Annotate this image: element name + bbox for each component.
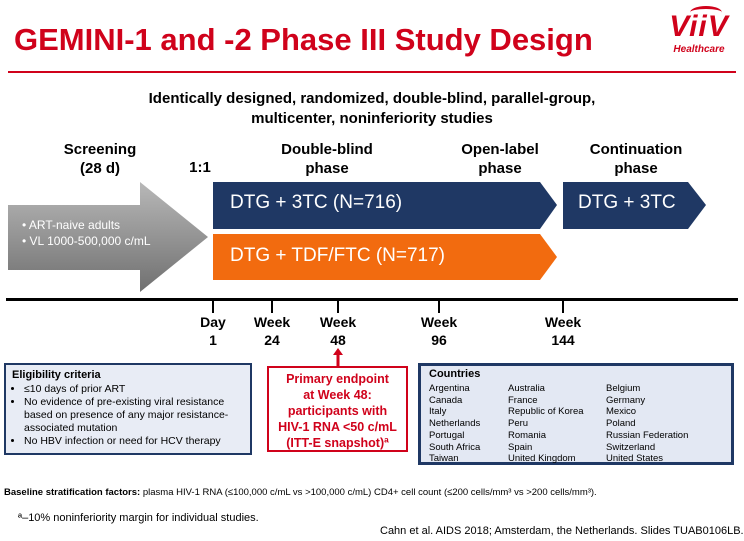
study-arms-diagram: [8, 182, 706, 292]
timeline-label-line2: 144: [551, 332, 575, 348]
phase-open-label-line1: Open-label: [461, 141, 539, 158]
country-item: Australia: [508, 383, 545, 394]
endpoint-line: participants with: [287, 404, 388, 418]
country-item: Argentina: [429, 383, 470, 394]
country-item: Russian Federation: [606, 429, 689, 441]
country-item: Taiwan: [429, 453, 459, 465]
dtg-3tc-arm-arrow: [213, 182, 557, 229]
countries-heading: Countries: [429, 368, 481, 380]
timeline-axis: [6, 298, 738, 301]
phase-double-blind: Double-blind phase: [262, 140, 392, 178]
timeline-label-line2: 1: [209, 332, 217, 348]
phase-open-label: Open-label phase: [440, 140, 560, 178]
logo-swoosh-icon: [690, 6, 722, 19]
arm-continuation-label: DTG + 3TC: [578, 192, 676, 213]
timeline-label-week-48: Week 48: [303, 313, 373, 349]
noninferiority-footnote: ª–10% noninferiority margin for individu…: [18, 512, 259, 524]
endpoint-line: at Week 48:: [303, 388, 372, 402]
page-title: GEMINI-1 and -2 Phase III Study Design: [14, 22, 593, 57]
eligibility-criteria-box: Eligibility criteria ≤10 days of prior A…: [4, 363, 252, 455]
country-item: Switzerland: [606, 441, 656, 453]
timeline-label-line1: Day: [200, 314, 226, 330]
timeline-label-line1: Week: [253, 314, 291, 330]
phase-open-label-line2: phase: [478, 160, 522, 177]
timeline-tick: [438, 299, 440, 313]
endpoint-line: HIV-1 RNA <50 c/mL: [278, 420, 397, 434]
country-item: Romania: [508, 429, 547, 441]
countries-box: Countries Argentina Canada Italy Netherl…: [418, 363, 734, 465]
phase-continuation-line1: Continuation: [589, 141, 683, 158]
phase-screening-line1: Screening: [63, 141, 137, 158]
country-item: Belgium: [606, 383, 641, 394]
viiv-logo: ViiV: [669, 10, 729, 43]
timeline-tick: [562, 299, 564, 313]
country-item: Canada: [429, 394, 463, 406]
country-item: Portugal: [429, 429, 465, 441]
continuation-arm-arrow: [563, 182, 706, 229]
eligibility-item: ≤10 days of prior ART: [24, 383, 244, 396]
endpoint-line: Primary endpoint: [286, 372, 389, 386]
timeline-label-day-1: Day 1: [178, 313, 248, 349]
timeline-label-week-144: Week 144: [528, 313, 598, 349]
screening-item: ART-naive adults: [22, 217, 151, 233]
stratification-text: plasma HIV-1 RNA (≤100,000 c/mL vs >100,…: [140, 487, 597, 498]
timeline-label-line2: 96: [431, 332, 447, 348]
countries-column-1: Argentina Canada Italy Netherlands Portu…: [429, 383, 480, 465]
eligibility-item: No evidence of pre-existing viral resist…: [24, 396, 244, 435]
stratification-footnote: Baseline stratification factors: plasma …: [4, 487, 597, 498]
eligibility-heading: Eligibility criteria: [12, 369, 101, 381]
randomization-ratio: 1:1: [189, 159, 211, 176]
subtitle-line-1: Identically designed, randomized, double…: [148, 90, 596, 107]
timeline-label-line1: Week: [420, 314, 458, 330]
timeline-label-line1: Week: [544, 314, 582, 330]
dtg-tdf-arm-arrow: [213, 234, 557, 280]
endpoint-arrow-icon: [333, 348, 343, 368]
country-item: Mexico: [606, 406, 637, 418]
endpoint-line: (ITT-E snapshot)ª: [286, 436, 389, 450]
countries-column-3: Belgium Germany Mexico Poland Russian Fe…: [606, 383, 688, 465]
title-divider: [8, 71, 736, 73]
timeline-label-line2: 24: [264, 332, 280, 348]
study-subtitle: Identically designed, randomized, double…: [60, 89, 684, 129]
country-item: Netherlands: [429, 418, 481, 430]
timeline-label-line1: Week: [319, 314, 357, 330]
eligibility-item: No HBV infection or need for HCV therapy: [24, 435, 244, 448]
phase-double-blind-line2: phase: [305, 160, 349, 177]
country-item: Republic of Korea: [508, 406, 584, 418]
timeline-tick: [337, 299, 339, 313]
countries-column-2: Australia France Republic of Korea Peru …: [508, 383, 584, 465]
phase-continuation: Continuation phase: [574, 140, 698, 178]
citation: Cahn et al. AIDS 2018; Amsterdam, the Ne…: [380, 525, 744, 537]
arm-dtg-3tc-label: DTG + 3TC (N=716): [230, 192, 403, 213]
screening-criteria: ART-naive adults VL 1000-500,000 c/mL: [22, 217, 151, 249]
country-item: United Kingdom: [508, 453, 576, 465]
timeline-tick: [271, 299, 273, 313]
country-item: Spain: [508, 441, 533, 453]
country-item: South Africa: [429, 441, 481, 453]
phase-screening: Screening (28 d): [55, 140, 145, 178]
timeline-label-week-96: Week 96: [404, 313, 474, 349]
country-item: Italy: [429, 406, 447, 418]
country-item: Peru: [508, 418, 529, 430]
stratification-label: Baseline stratification factors:: [4, 487, 141, 498]
country-item: United States: [606, 453, 664, 465]
phase-screening-line2: (28 d): [79, 160, 120, 177]
country-item: Germany: [606, 394, 646, 406]
primary-endpoint-box: Primary endpoint at Week 48: participant…: [267, 366, 408, 452]
phase-double-blind-line1: Double-blind: [281, 141, 373, 158]
timeline-label-week-24: Week 24: [237, 313, 307, 349]
subtitle-line-2: multicenter, noninferiority studies: [251, 110, 493, 127]
arm-dtg-tdf-ftc-label: DTG + TDF/FTC (N=717): [230, 245, 446, 266]
screening-item: VL 1000-500,000 c/mL: [22, 233, 151, 249]
country-item: France: [508, 394, 538, 406]
timeline-tick: [212, 299, 214, 313]
country-item: Poland: [606, 418, 636, 430]
timeline-label-line2: 48: [330, 332, 346, 348]
phase-continuation-line2: phase: [614, 160, 658, 177]
viiv-logo-subtitle: Healthcare: [673, 44, 725, 55]
